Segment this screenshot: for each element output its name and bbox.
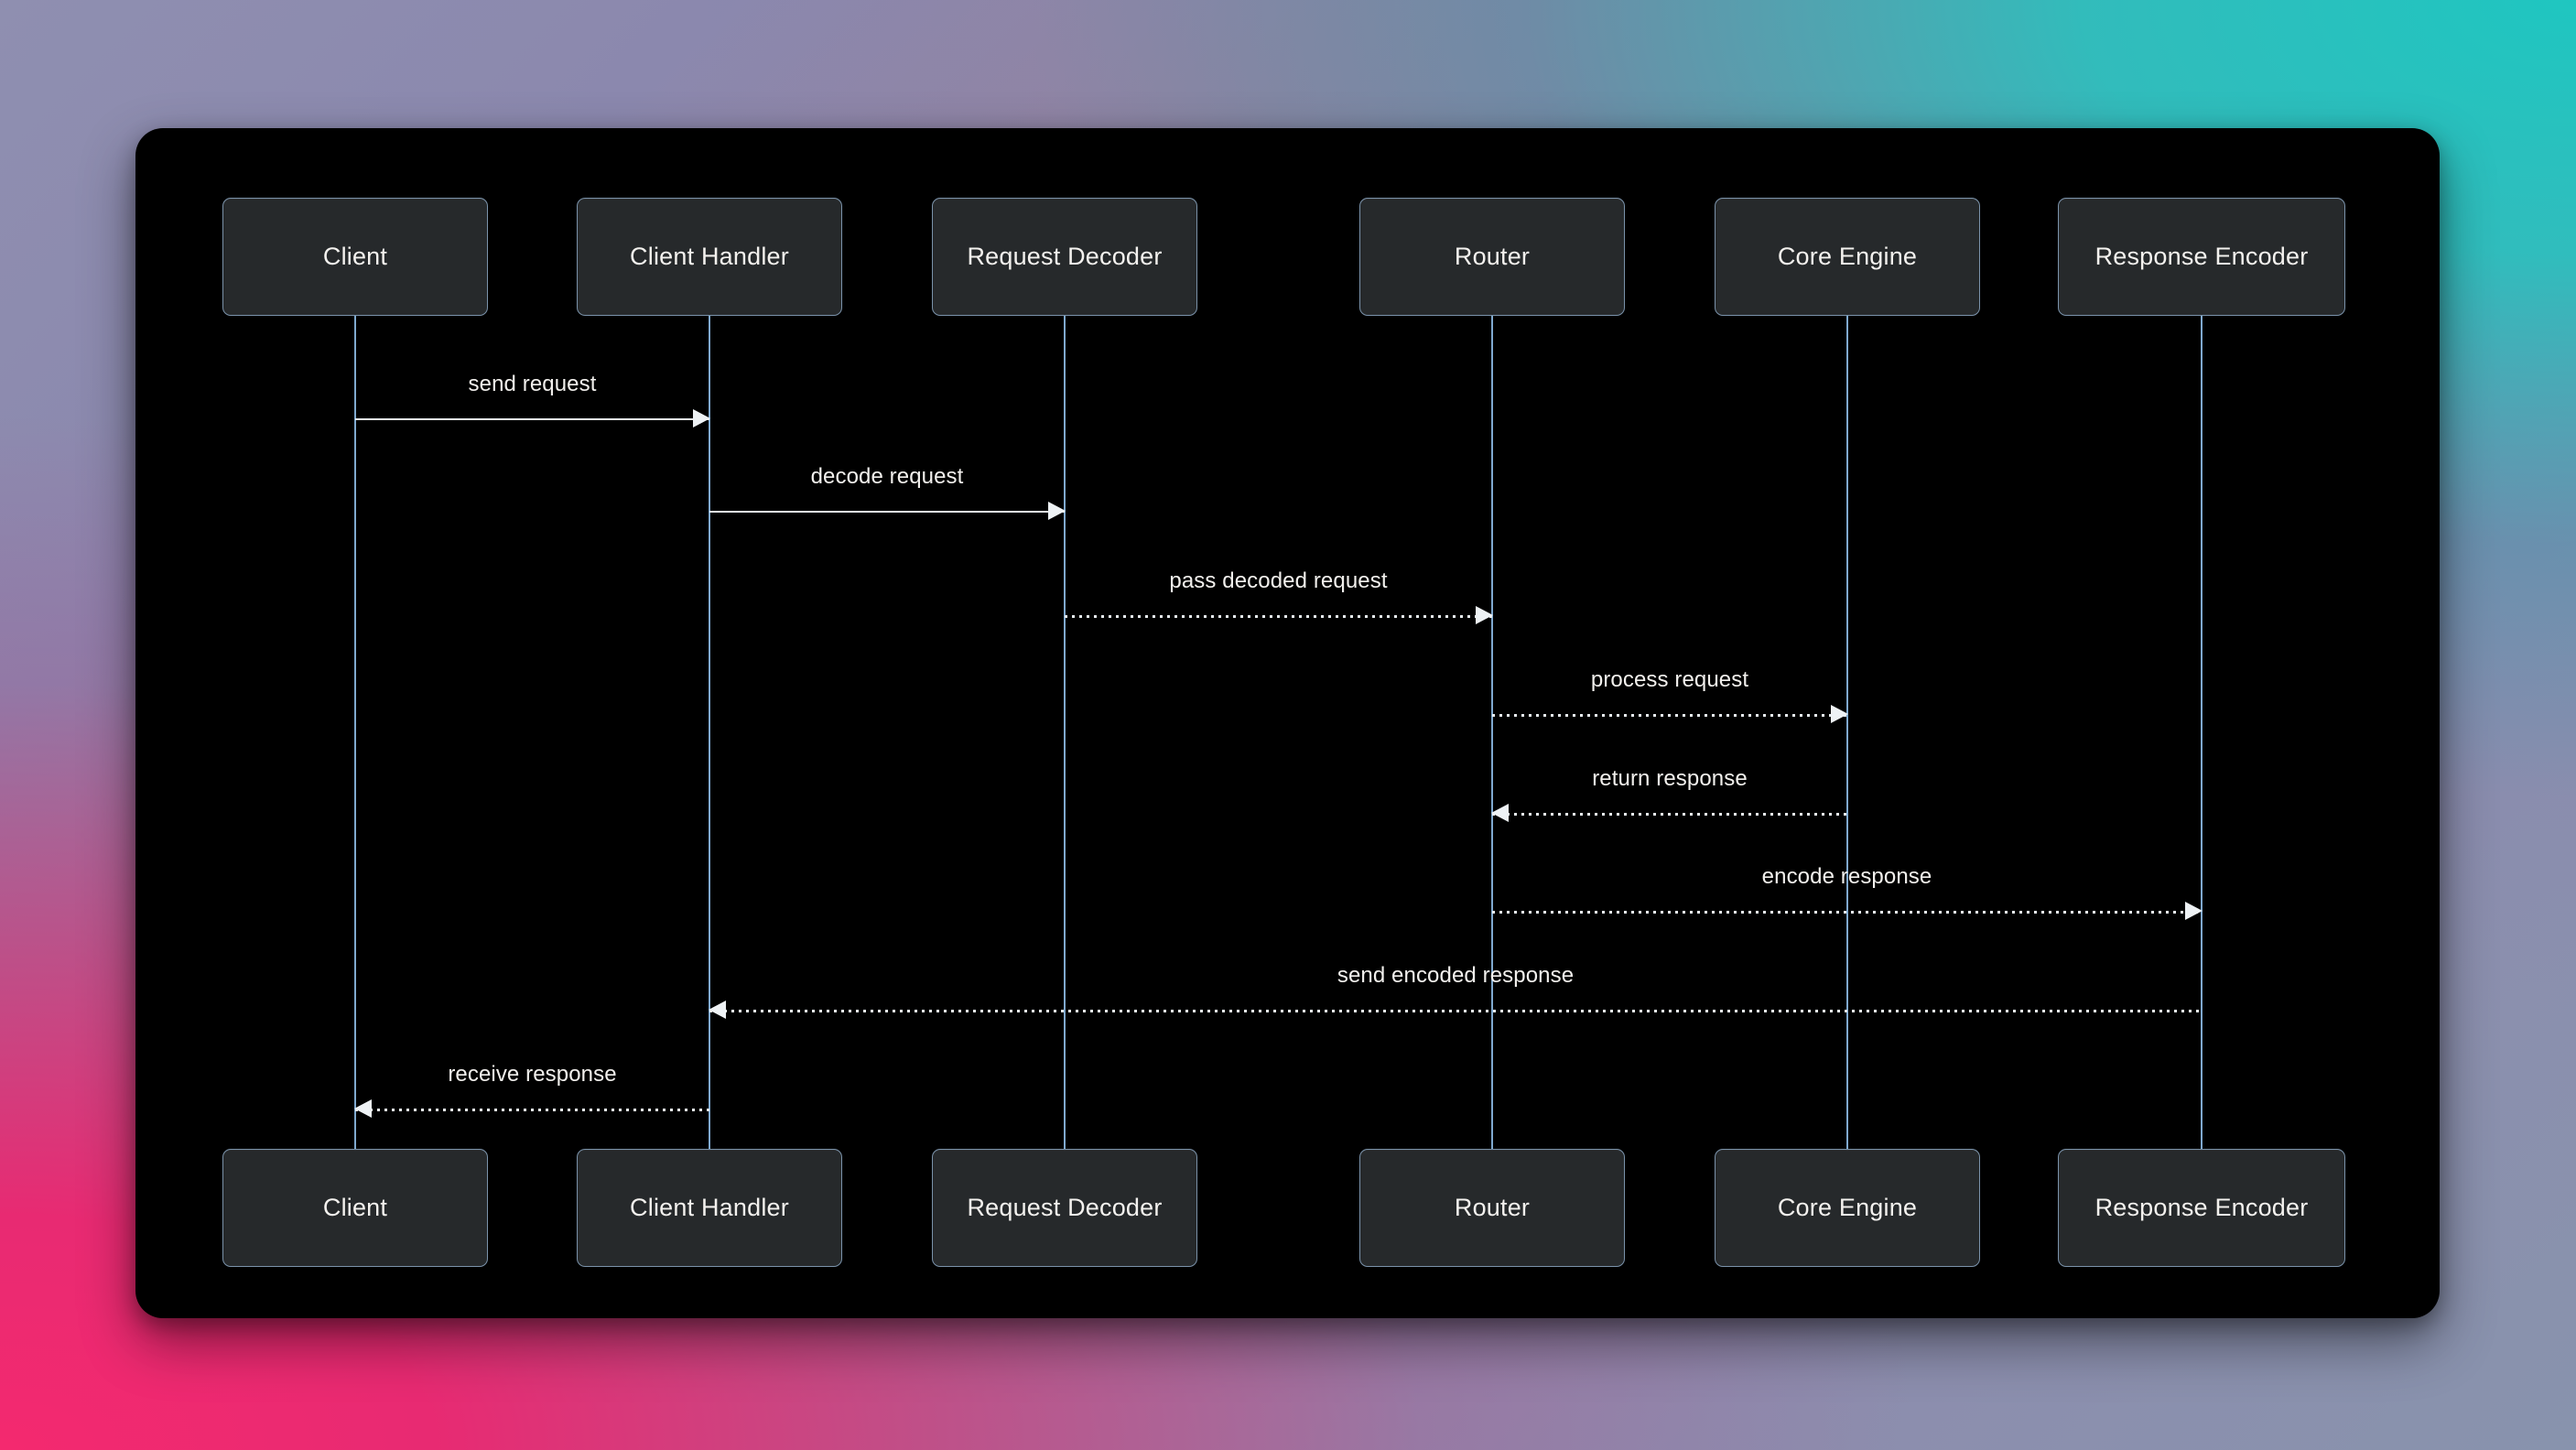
lifeline-client-handler xyxy=(708,316,711,1149)
arrowhead-icon xyxy=(1476,606,1493,624)
participant-label-client-handler: Client Handler xyxy=(630,243,789,270)
message-line xyxy=(1492,911,2202,914)
participant-label-router: Router xyxy=(1454,243,1531,270)
lifeline-router xyxy=(1490,316,1494,1149)
message-label: process request xyxy=(1590,667,1749,692)
participant-label-request-decoder: Request Decoder xyxy=(967,1194,1163,1221)
participant-label-core-engine: Core Engine xyxy=(1777,1194,1918,1221)
message-line xyxy=(1065,615,1492,618)
arrowhead-icon xyxy=(354,1099,372,1118)
participant-label-core-engine: Core Engine xyxy=(1777,243,1918,270)
arrowhead-icon xyxy=(1831,705,1848,723)
participant-label-router: Router xyxy=(1454,1194,1531,1221)
message-label: send encoded response xyxy=(1337,963,1575,988)
arrowhead-icon xyxy=(2185,902,2203,920)
message-line xyxy=(355,1109,709,1111)
message-label: receive response xyxy=(448,1062,617,1087)
message-line xyxy=(1492,813,1847,816)
participant-label-response-encoder: Response Encoder xyxy=(2094,1194,2309,1221)
participant-box-bottom-response-encoder[interactable]: Response Encoder xyxy=(2058,1149,2345,1267)
lifeline-client xyxy=(353,316,357,1149)
participant-box-top-client-handler[interactable]: Client Handler xyxy=(577,198,842,316)
lifeline-core-engine xyxy=(1845,316,1849,1149)
participant-box-top-core-engine[interactable]: Core Engine xyxy=(1715,198,1980,316)
message-line xyxy=(1492,714,1847,717)
lifeline-response-encoder xyxy=(2200,316,2203,1149)
participant-box-bottom-request-decoder[interactable]: Request Decoder xyxy=(932,1149,1197,1267)
participant-box-top-client[interactable]: Client xyxy=(222,198,488,316)
message-line xyxy=(355,418,709,421)
arrowhead-icon xyxy=(1491,804,1509,822)
arrowhead-icon xyxy=(709,1001,726,1019)
arrowhead-icon xyxy=(693,409,710,427)
message-label: return response xyxy=(1592,766,1748,791)
participant-label-response-encoder: Response Encoder xyxy=(2094,243,2309,270)
participant-label-client: Client xyxy=(322,1194,388,1221)
participant-label-client: Client xyxy=(322,243,388,270)
message-label: send request xyxy=(468,372,597,396)
participant-box-top-response-encoder[interactable]: Response Encoder xyxy=(2058,198,2345,316)
message-line xyxy=(709,1010,2202,1012)
participant-box-bottom-client[interactable]: Client xyxy=(222,1149,488,1267)
lifeline-request-decoder xyxy=(1063,316,1066,1149)
arrowhead-icon xyxy=(1048,502,1066,520)
message-line xyxy=(709,511,1065,514)
participant-box-bottom-core-engine[interactable]: Core Engine xyxy=(1715,1149,1980,1267)
participant-box-top-router[interactable]: Router xyxy=(1359,198,1625,316)
participant-label-client-handler: Client Handler xyxy=(630,1194,789,1221)
participant-box-bottom-router[interactable]: Router xyxy=(1359,1149,1625,1267)
participant-box-bottom-client-handler[interactable]: Client Handler xyxy=(577,1149,842,1267)
message-label: pass decoded request xyxy=(1169,568,1388,593)
participant-label-request-decoder: Request Decoder xyxy=(967,243,1163,270)
message-label: decode request xyxy=(810,464,964,489)
message-label: encode response xyxy=(1761,864,1932,889)
participant-box-top-request-decoder[interactable]: Request Decoder xyxy=(932,198,1197,316)
